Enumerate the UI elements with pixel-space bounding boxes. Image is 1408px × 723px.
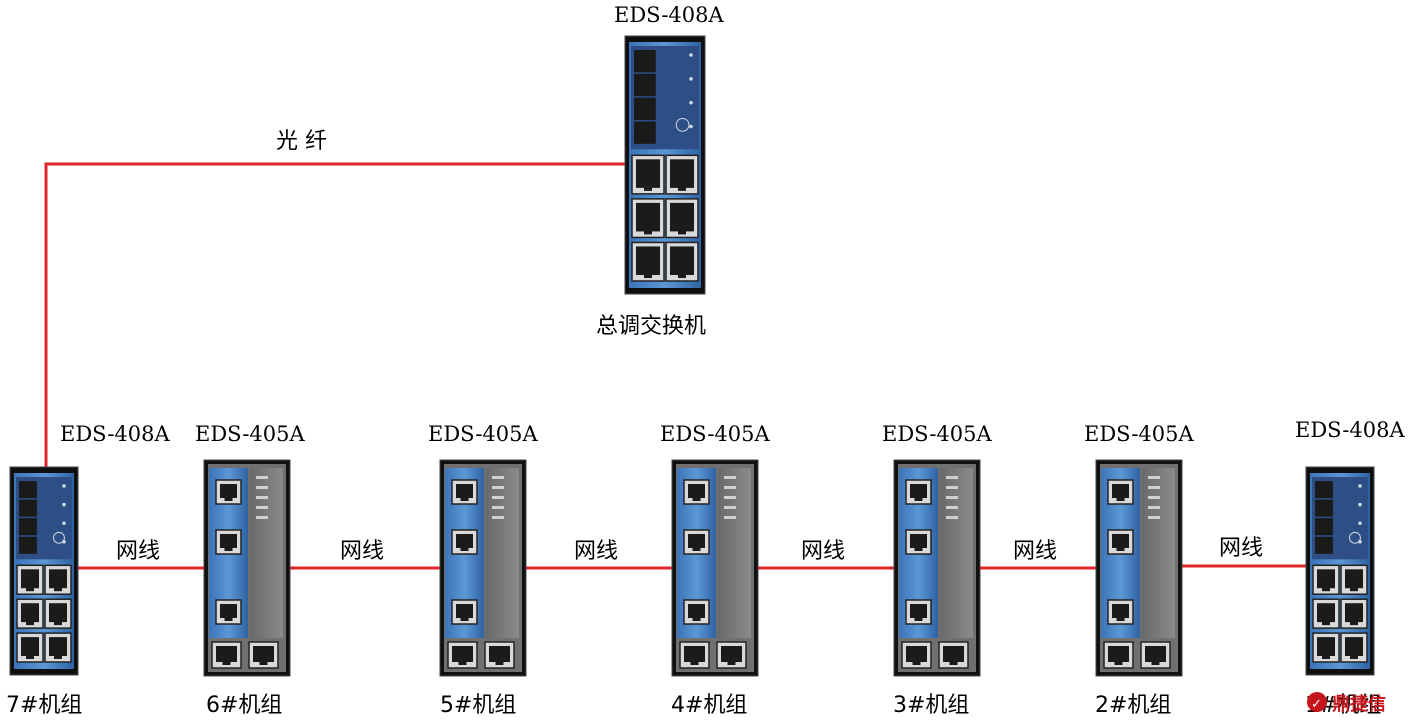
- fiber-label: 光 纤: [276, 129, 327, 154]
- link-label: 网线: [574, 539, 618, 564]
- unit-name-label: 7#机组: [6, 693, 82, 718]
- watermark-text: 鼎捷信: [1332, 693, 1386, 715]
- unit-switch-1: [9, 466, 79, 676]
- logo-badge-icon: [1307, 692, 1327, 712]
- moxa-logo-icon: [675, 117, 690, 132]
- unit-switch-3: [439, 459, 527, 677]
- unit-name-label: 3#机组: [893, 693, 969, 718]
- core-switch-caption: 总调交换机: [596, 314, 706, 339]
- unit-name-label: 4#机组: [671, 693, 747, 718]
- link-label: 网线: [1219, 536, 1263, 561]
- watermark: ✓ 鼎捷信: [1307, 692, 1386, 715]
- ethernet-cables: 网线 网线 网线 网线 网线 网线: [78, 536, 1306, 570]
- unit-model-label: EDS-405A: [660, 422, 771, 446]
- link-label: 网线: [1013, 539, 1057, 564]
- unit-model-label: EDS-405A: [195, 422, 306, 446]
- core-switch-model: EDS-408A: [614, 3, 725, 27]
- core-switch-device: [624, 35, 706, 295]
- unit-switch-4: [671, 459, 759, 677]
- fiber-cable: [44, 162, 625, 474]
- moxa-logo-icon: [53, 531, 65, 544]
- logo-badge-glyph: ✓: [1311, 697, 1322, 712]
- link-label: 网线: [801, 539, 845, 564]
- unit-switch-6: [1095, 459, 1183, 677]
- unit-name-label: 6#机组: [206, 693, 282, 718]
- unit-model-label: EDS-408A: [1295, 418, 1406, 442]
- unit-model-label: EDS-405A: [882, 422, 993, 446]
- unit-switch-5: [893, 459, 981, 677]
- unit-name-label: 2#机组: [1095, 693, 1171, 718]
- unit-model-label: EDS-405A: [1084, 422, 1195, 446]
- unit-model-label: EDS-408A: [60, 422, 171, 446]
- unit-model-label: EDS-405A: [428, 422, 539, 446]
- unit-name-label: 5#机组: [440, 693, 516, 718]
- unit-switch-2: [203, 459, 291, 677]
- unit-switches: EDS-408A 7#机组 EDS-405A 6#机组 EDS-405A 5#机组 EDS-…: [6, 418, 1406, 718]
- unit-switch-7: [1305, 466, 1375, 676]
- link-label: 网线: [340, 539, 384, 564]
- core-switch-body: [624, 35, 706, 295]
- link-label: 网线: [116, 539, 160, 564]
- moxa-logo-icon: [1349, 531, 1361, 544]
